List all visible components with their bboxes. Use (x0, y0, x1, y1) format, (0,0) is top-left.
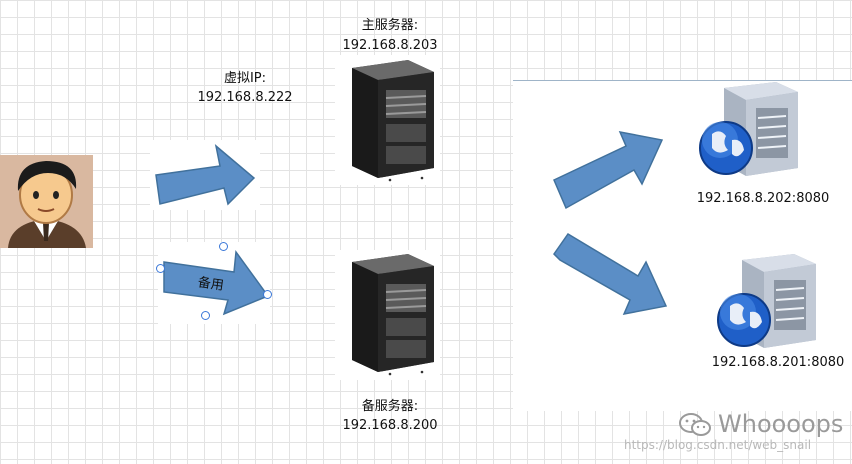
arrow-user-to-primary (155, 144, 256, 206)
user-avatar (0, 155, 93, 248)
backup-server-icon (352, 254, 434, 376)
web2-server-icon (717, 254, 816, 348)
arrow-user-to-backup[interactable] (158, 242, 270, 324)
selection-handle-bottom[interactable] (201, 311, 210, 320)
backup-title: 备服务器: (361, 399, 419, 414)
primary-server-icon (352, 60, 434, 182)
primary-title: 主服务器: (361, 18, 419, 33)
wechat-icon (679, 413, 711, 436)
selection-handle-top[interactable] (219, 242, 228, 251)
arrow-to-web1 (553, 130, 664, 210)
vip-title: 虚拟IP: (223, 71, 267, 86)
arrow-backup-label: 备用 (196, 275, 225, 294)
watermark-brand: Whoooops (718, 410, 844, 438)
primary-ip: 192.168.8.203 (342, 38, 438, 53)
watermark-url: https://blog.csdn.net/web_snail (624, 438, 812, 452)
web1-server-icon (699, 82, 798, 176)
selection-handle-left[interactable] (156, 264, 165, 273)
web1-ip: 192.168.8.202:8080 (696, 191, 830, 206)
web2-ip: 192.168.8.201:8080 (711, 355, 845, 370)
selection-handle-right[interactable] (263, 290, 272, 299)
backup-ip: 192.168.8.200 (342, 418, 438, 433)
arrow-to-web2 (553, 232, 668, 316)
vip-ip: 192.168.8.222 (197, 90, 293, 105)
